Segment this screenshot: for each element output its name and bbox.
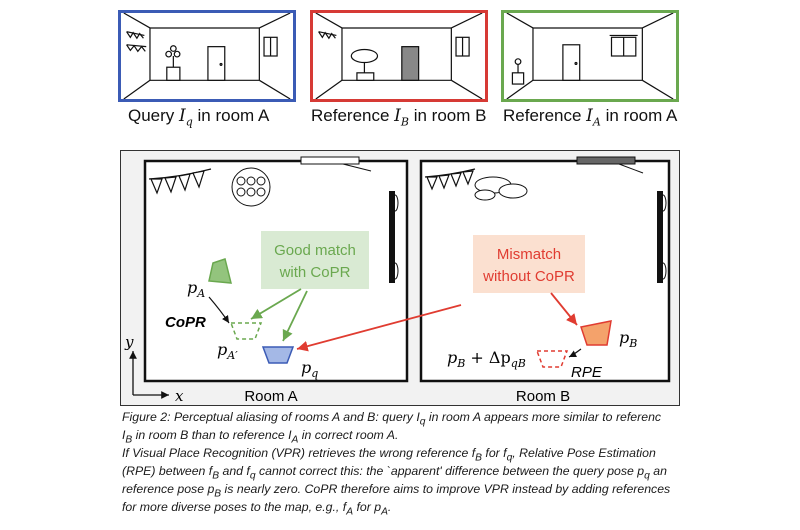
rpe-arrow xyxy=(568,348,582,358)
room-a-window xyxy=(389,191,395,283)
caption-line-6: for more diverse poses to the map, e.g.,… xyxy=(122,500,392,518)
caption-prefix: Reference xyxy=(503,106,582,125)
caption-suffix: in room A xyxy=(197,106,270,125)
room-sketch-reference-b xyxy=(315,13,483,99)
caption-prefix: Query xyxy=(128,106,175,125)
good-match-box xyxy=(261,231,369,289)
axis-y-label: y xyxy=(124,333,134,351)
caption-symbol: I xyxy=(586,106,593,126)
pose-pq xyxy=(261,346,295,364)
room-b-bonsai xyxy=(474,176,528,201)
caption-subscript: q xyxy=(185,115,193,129)
good-match-line2: with CoPR xyxy=(279,264,351,281)
caption-line-4: (RPE) between fB and fq cannot correct t… xyxy=(122,464,667,482)
caption-suffix: in room B xyxy=(413,106,487,125)
room-sketch-query xyxy=(123,13,291,99)
room-a-door xyxy=(300,156,360,165)
room-b-bunting xyxy=(424,168,476,191)
floor-plan-svg: Good match with CoPR Mismatch without Co… xyxy=(124,156,671,405)
label-pA-prime: pA′ xyxy=(217,340,238,362)
good-match-line1: Good match xyxy=(274,242,356,259)
room-b-label: Room B xyxy=(516,388,570,405)
caption-suffix: in room A xyxy=(605,106,678,125)
mismatch-line2: without CoPR xyxy=(482,268,575,285)
pose-pA-prime xyxy=(229,322,263,340)
caption-line-3: If Visual Place Recognition (VPR) retrie… xyxy=(122,446,656,464)
axis-x-label: x xyxy=(175,387,184,405)
label-pB: pB xyxy=(619,328,637,350)
caption-line-5: reference pose pB is nearly zero. CoPR t… xyxy=(122,482,671,500)
caption-subscript: B xyxy=(400,115,409,129)
caption-prefix: Reference xyxy=(311,106,390,125)
mismatch-box xyxy=(473,235,585,293)
room-a-plant xyxy=(231,167,271,207)
mismatch-arrow-2 xyxy=(550,292,578,326)
caption-subscript: A xyxy=(592,115,601,129)
good-match-arrow-1 xyxy=(250,288,302,320)
label-pq: pq xyxy=(301,358,318,380)
room-a-bunting xyxy=(148,168,212,195)
thumbnail-caption-query: Query Iq in room A xyxy=(128,106,269,128)
floor-plan-diagram: Good match with CoPR Mismatch without Co… xyxy=(120,150,680,406)
room-sketch-reference-a xyxy=(506,13,674,99)
caption-symbol: I xyxy=(179,106,186,126)
caption-line-1: Figure 2: Perceptual aliasing of rooms A… xyxy=(122,410,662,428)
thumbnail-caption-reference-a: Reference IA in room A xyxy=(503,106,677,128)
copr-arrow xyxy=(208,296,230,324)
caption-line-2: IB in room B than to reference IA in cor… xyxy=(122,428,399,446)
room-b-window xyxy=(657,191,663,283)
room-a-label: Room A xyxy=(244,388,297,405)
mismatch-line1: Mismatch xyxy=(497,246,561,263)
label-pA: pA xyxy=(187,278,205,300)
thumbnail-reference-a xyxy=(501,10,679,102)
label-pB-delta: pB + ΔpqB xyxy=(447,348,526,370)
caption-symbol: I xyxy=(394,106,401,126)
pose-pB xyxy=(580,320,612,346)
label-rpe: RPE xyxy=(571,364,603,381)
pose-pA xyxy=(208,258,232,284)
label-copr: CoPR xyxy=(165,314,206,331)
thumbnail-reference-b xyxy=(310,10,488,102)
good-match-arrow-2 xyxy=(282,290,308,342)
room-b-door xyxy=(576,156,636,165)
pose-pB-delta xyxy=(535,350,569,368)
thumbnail-query xyxy=(118,10,296,102)
thumbnail-caption-reference-b: Reference IB in room B xyxy=(311,106,486,128)
mismatch-arrow-1 xyxy=(296,304,462,352)
